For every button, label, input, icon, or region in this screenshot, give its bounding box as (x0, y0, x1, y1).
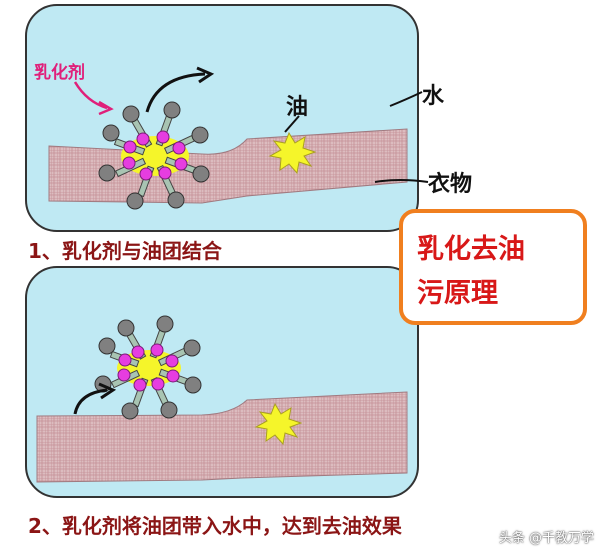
title-line-1: 乳化去油 (417, 234, 525, 265)
label-clothing: 衣物 (428, 172, 473, 197)
cloth-band (48, 128, 408, 204)
scene-step-1 (48, 66, 408, 210)
caption-step-2: 2、乳化剂将油团带入水中，达到去油效果 (28, 514, 402, 538)
label-water: 水 (422, 84, 445, 109)
title-line-2: 污原理 (417, 278, 498, 309)
title-box: 乳化去油 污原理 (399, 209, 587, 325)
cloth-band (36, 391, 408, 483)
emulsifier-pointer (73, 81, 108, 110)
emulsifier-cluster (98, 101, 210, 210)
panel-step-2 (25, 266, 419, 498)
panel-step-1 (25, 4, 419, 232)
oil-pointer (284, 115, 300, 133)
oil-blob (254, 402, 303, 446)
scene-step-2 (36, 315, 408, 483)
lift-arrow (145, 72, 206, 113)
caption-step-1: 1、乳化剂与油团结合 (28, 239, 222, 263)
oil-blob (268, 131, 317, 175)
emulsifier-cluster (94, 315, 202, 420)
label-emulsifier: 乳化剂 (34, 63, 85, 83)
watermark: 头条 @千教万学 (498, 531, 594, 546)
lift-arrow (73, 388, 108, 415)
label-oil: 油 (286, 95, 309, 120)
